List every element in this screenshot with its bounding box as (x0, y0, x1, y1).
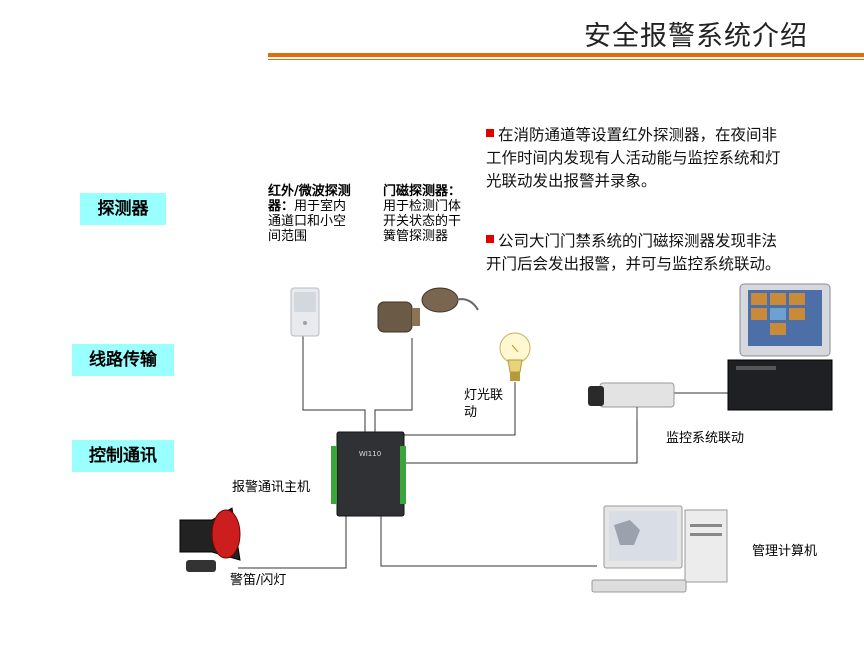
category-detector: 探测器 (80, 193, 166, 225)
door-magnet-icon (377, 287, 479, 333)
camera-icon (588, 382, 675, 420)
bullet-text-1: 在消防通道等设置红外探测器，在夜间非工作时间内发现有人活动能与监控系统和灯光联动… (486, 126, 781, 190)
management-computer-icon (591, 505, 728, 593)
category-line-transmission: 线路传输 (72, 344, 174, 376)
wiring (238, 335, 728, 569)
wire-camera (404, 420, 638, 464)
alarm-host-icon: WI110 (331, 431, 406, 517)
siren-label: 警笛/闪灯 (230, 573, 287, 588)
bullet-square-icon (486, 129, 494, 137)
door-detector-note: 门磁探测器：用于检测门体开关状态的干簧管探测器 (383, 184, 469, 244)
title-rule-thin (268, 59, 864, 60)
ir-detector-icon (290, 287, 320, 337)
monitor-dvr-icon (727, 283, 833, 411)
ir-detector-note-head: 红外/微波探测器： (268, 184, 351, 214)
bullet-text-2: 公司大门门禁系统的门磁探测器发现非法开门后会发出报警，并可与监控系统联动。 (486, 232, 781, 273)
ir-detector-note: 红外/微波探测器：用于室内通道口和小空间范围 (268, 184, 352, 244)
wire-light (404, 382, 516, 436)
page-title: 安全报警系统介绍 (584, 21, 808, 52)
monitor-linkage-label: 监控系统联动 (666, 431, 745, 446)
light-linkage-label: 灯光联动 (464, 388, 504, 420)
title-rule-thick (268, 53, 864, 57)
door-detector-note-body: 用于检测门体开关状态的干簧管探测器 (383, 199, 462, 244)
ir-detector-note-body: 用于室内通道口和小空间范围 (268, 199, 347, 244)
bullet-item-2: 公司大门门禁系统的门磁探测器发现非法开门后会发出报警，并可与监控系统联动。 (486, 230, 786, 276)
wire-pc (380, 516, 597, 567)
wire-siren (238, 516, 347, 569)
door-detector-note-head: 门磁探测器： (383, 184, 462, 199)
siren-icon (179, 507, 241, 572)
light-bulb-icon (499, 332, 531, 381)
category-control-communication: 控制通讯 (72, 440, 174, 472)
management-pc-label: 管理计算机 (752, 544, 818, 559)
alarm-host-model: WI110 (359, 450, 381, 458)
bullet-item-1: 在消防通道等设置红外探测器，在夜间非工作时间内发现有人活动能与监控系统和灯光联动… (486, 124, 786, 193)
wire-door-detector (374, 338, 413, 432)
wire-ir-detector (302, 335, 366, 432)
alarm-host-label: 报警通讯主机 (232, 480, 311, 495)
bullet-square-icon (486, 235, 494, 243)
